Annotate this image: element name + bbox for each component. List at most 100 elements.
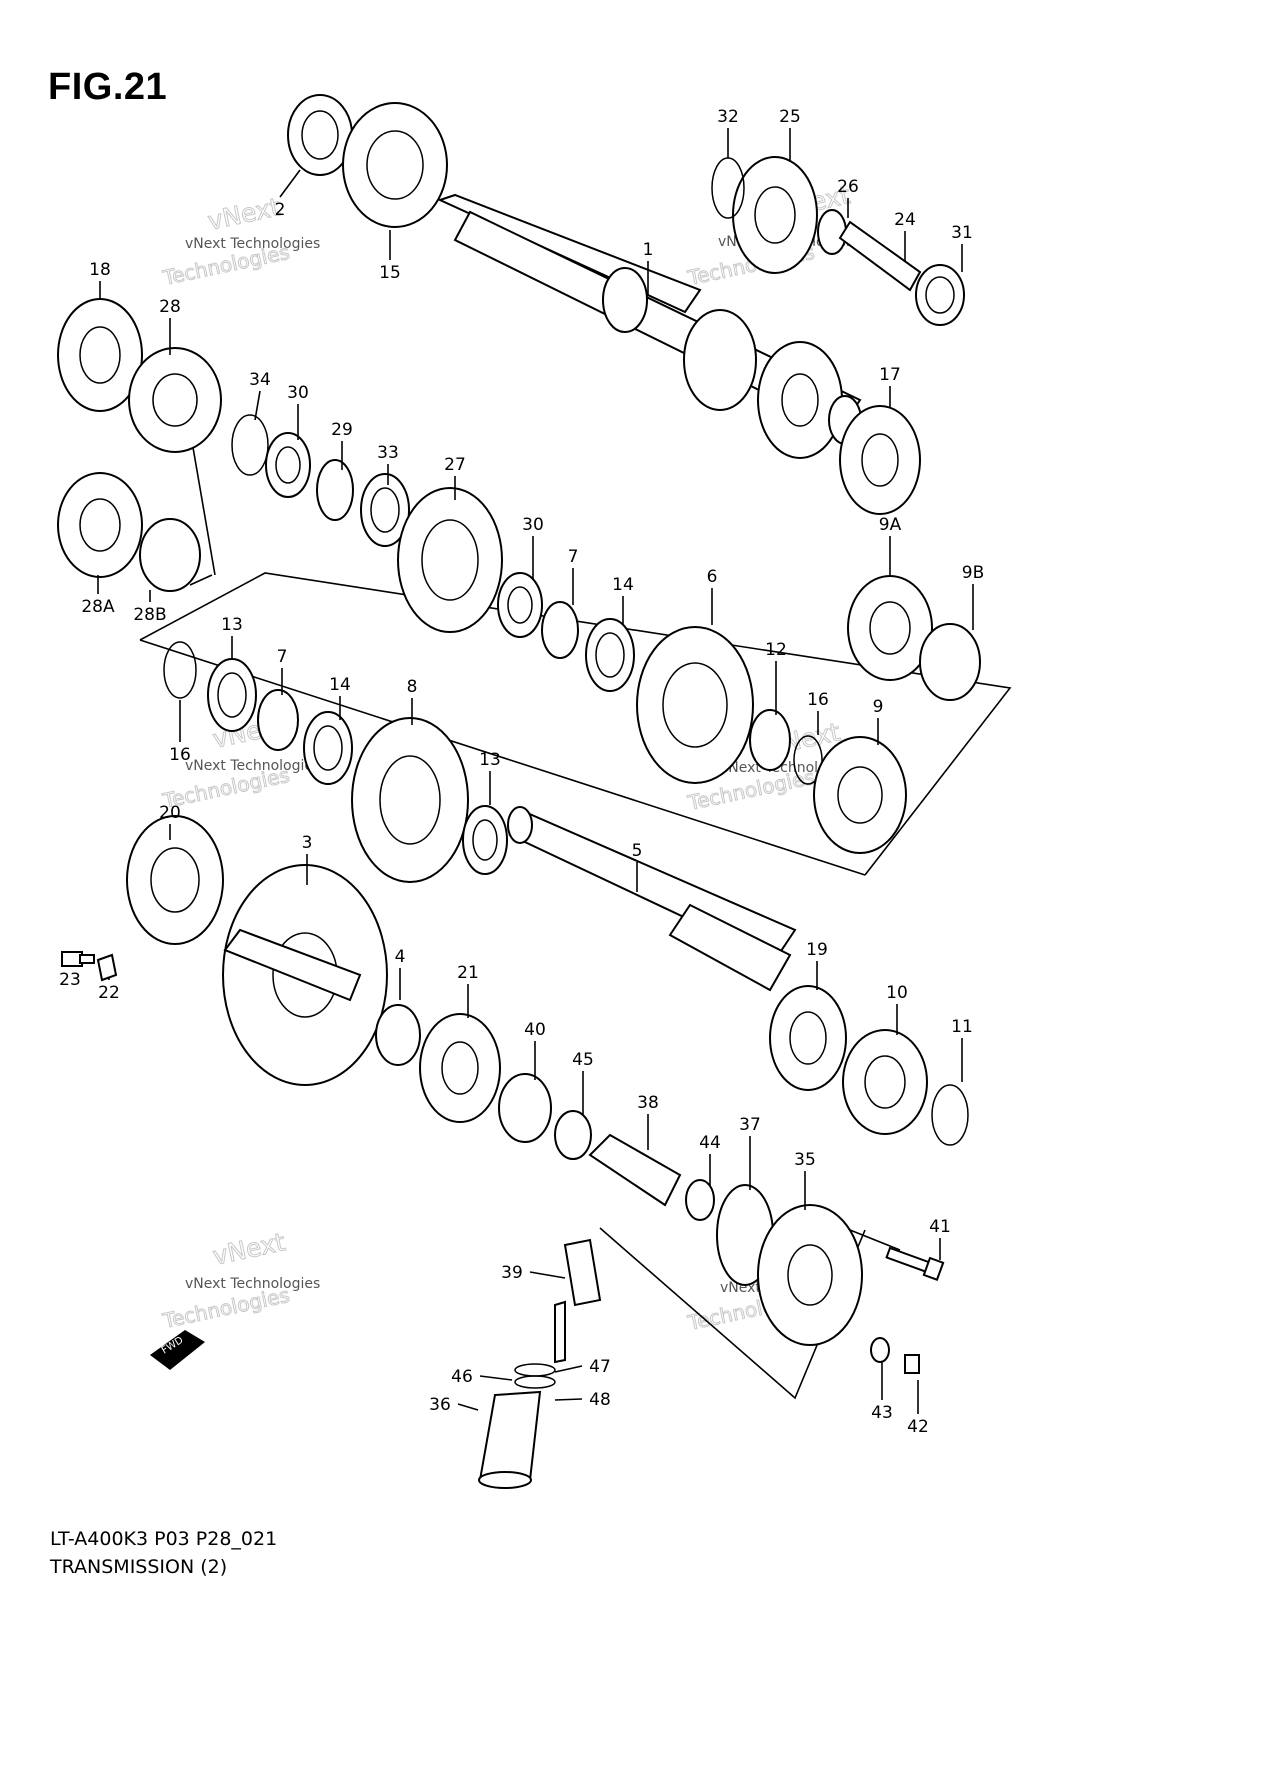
watermark-word-top: vNext [205, 192, 283, 236]
needle-bearing-14-lower [303, 711, 353, 785]
callout-label-c5: 5 [632, 841, 643, 861]
circlip-34 [231, 414, 269, 476]
gear-6 [636, 626, 754, 784]
callout-label-c15: 15 [379, 263, 401, 283]
callout-label-c35: 35 [794, 1150, 816, 1170]
washer-12 [749, 709, 791, 771]
callout-leader-c48 [554, 1398, 583, 1401]
bearing-21 [419, 1013, 501, 1123]
callout-label-c30a: 30 [287, 383, 309, 403]
callout-leader-c39 [529, 1271, 566, 1279]
callout-label-c19: 19 [806, 940, 828, 960]
layshaft-group-bracket-bottom [139, 639, 866, 876]
washer-30-upper [265, 432, 311, 498]
shift-hub-28b [139, 518, 201, 592]
callout-label-c16a: 16 [169, 745, 191, 765]
callout-label-c36: 36 [429, 1395, 451, 1415]
idler-shaft-24 [838, 220, 922, 292]
washer-43 [870, 1337, 890, 1363]
needle-bearing-14-upper [585, 618, 635, 692]
callout-label-c14a: 14 [612, 575, 634, 595]
forward-direction-marker: FWD [150, 1330, 205, 1370]
callout-label-c12: 12 [765, 640, 787, 660]
arrow-icon [150, 1330, 205, 1370]
callout-label-c38: 38 [637, 1093, 659, 1113]
bolt-guide-line [849, 1229, 901, 1251]
circlip-16-right [793, 735, 823, 785]
callout-label-c37: 37 [739, 1115, 761, 1135]
watermark-group-5: vNext vNext Technologies Technologies [160, 1227, 321, 1334]
callout-label-c9a: 9A [879, 515, 902, 535]
callout-label-c47: 47 [589, 1357, 611, 1377]
countershaft-1 [437, 193, 862, 459]
watermark-word-top: vNext [210, 1227, 288, 1271]
bearing-17 [839, 405, 921, 515]
callout-label-c23: 23 [59, 970, 81, 990]
callout-label-c10: 10 [886, 983, 908, 1003]
watermark-company-text: vNext Technologies [185, 758, 320, 774]
bushing-7-upper [541, 601, 579, 659]
callout-label-c45: 45 [572, 1050, 594, 1070]
hub-group-bracket-tick [189, 574, 213, 586]
gear-10 [842, 1029, 928, 1135]
callout-labels: 12345677899A9B10111213131414151616171819… [59, 107, 984, 1437]
callout-label-c22: 22 [98, 983, 120, 1003]
bushing-26 [817, 209, 847, 255]
bearing-19 [769, 985, 847, 1091]
oil-seal-2 [287, 94, 353, 176]
oil-seal-40 [498, 1073, 552, 1143]
callout-label-c21: 21 [457, 963, 479, 983]
circlip-16-left [163, 641, 197, 699]
collar-4 [375, 1004, 421, 1066]
callout-label-c27: 27 [444, 455, 466, 475]
callout-leader-c47 [554, 1365, 583, 1373]
callout-label-c30b: 30 [522, 515, 544, 535]
callout-label-c11: 11 [951, 1017, 973, 1037]
callout-label-c7a: 7 [568, 547, 579, 567]
callout-label-c31: 31 [951, 223, 973, 243]
bushing-7-lower [257, 689, 299, 751]
callout-label-c46: 46 [451, 1367, 473, 1387]
shift-hub-28 [128, 347, 222, 453]
callout-label-c3: 3 [302, 833, 313, 853]
bearing-20 [126, 815, 224, 945]
callout-label-c18: 18 [89, 260, 111, 280]
washer-13-right [462, 805, 508, 875]
circlip-11 [931, 1084, 969, 1146]
oring-46-47 [514, 1363, 556, 1389]
callout-label-c13a: 13 [221, 615, 243, 635]
callout-label-c48: 48 [589, 1390, 611, 1410]
bearing-15 [342, 102, 448, 228]
gear-8 [351, 717, 469, 883]
callout-leader-c34 [254, 390, 261, 421]
layshaft-group-bracket [139, 572, 1012, 876]
speedo-driven-gear-39 [554, 1238, 602, 1364]
callout-label-c24: 24 [894, 210, 916, 230]
washer-30-lower [497, 572, 543, 638]
bolt-41 [885, 1246, 945, 1281]
figure-code: LT-A400K3 P03 P28_021 [50, 1528, 278, 1550]
callout-label-c32: 32 [717, 107, 739, 127]
callout-label-c44: 44 [699, 1133, 721, 1153]
shift-hub-28a [57, 472, 143, 578]
callout-label-c8: 8 [407, 677, 418, 697]
callout-label-c28a: 28A [81, 597, 115, 617]
bolt-23 [61, 951, 95, 967]
callout-label-c29: 29 [331, 420, 353, 440]
shaft-collar [602, 267, 648, 333]
callout-label-c39: 39 [501, 1263, 523, 1283]
shift-hub-9 [813, 736, 907, 854]
callout-label-c9b: 9B [962, 563, 984, 583]
bushing-29 [316, 459, 354, 521]
shift-hub-9a [847, 575, 933, 681]
callout-label-c40: 40 [524, 1020, 546, 1040]
hub-group-bracket [189, 429, 216, 576]
callout-label-c43: 43 [871, 1403, 893, 1423]
callout-label-c16b: 16 [807, 690, 829, 710]
callout-leader-c36 [457, 1403, 479, 1411]
speedo-sleeve-36 [478, 1390, 542, 1489]
callout-label-c41: 41 [929, 1217, 951, 1237]
washer-31 [915, 264, 965, 326]
watermark-group-1: vNext vNext Technologies Technologies [160, 192, 321, 291]
